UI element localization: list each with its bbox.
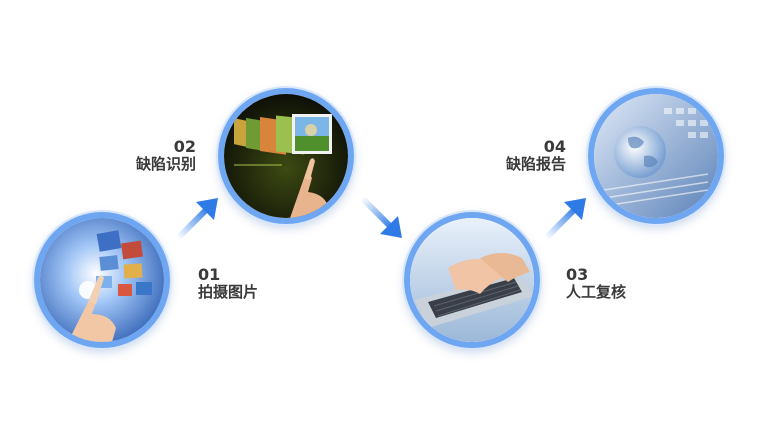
step-4-label: 04 缺陷报告 [494,137,566,174]
step-2-text: 缺陷识别 [135,155,196,174]
step-2-number: 02 [173,137,196,156]
step-3-label: 03 人工复核 [566,265,627,302]
step-2-image [218,88,354,224]
step-1-text: 拍摄图片 [198,283,259,302]
globe-report-icon [594,94,718,218]
step-1-label: 01 拍摄图片 [198,265,259,302]
photo-capture-icon [40,218,164,342]
step-4-image [588,88,724,224]
image-recognition-icon [224,94,348,218]
step-1-number: 01 [198,265,221,284]
step-4-number: 04 [543,137,566,156]
step-2-label: 02 缺陷识别 [124,137,196,174]
step-1-image [34,212,170,348]
arrow-1-to-2 [175,198,218,241]
step-3-image [404,212,540,348]
arrow-2-to-3 [359,195,402,238]
step-3-number: 03 [566,265,589,284]
step-4-text: 缺陷报告 [505,155,566,174]
arrow-3-to-4 [543,198,586,241]
laptop-typing-icon [410,218,534,342]
step-3-text: 人工复核 [566,283,627,302]
